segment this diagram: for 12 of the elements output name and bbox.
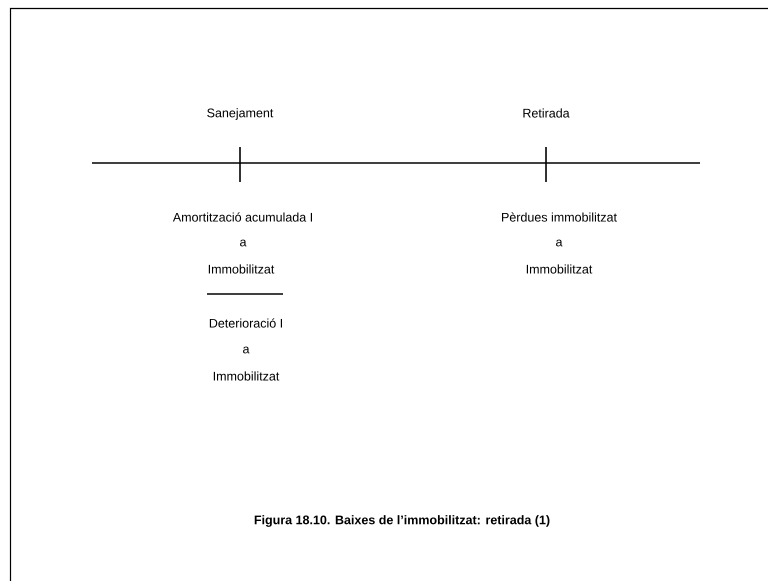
- label: a: [556, 240, 562, 246]
- label: Retirada: [523, 108, 570, 118]
- caption: Figura 18.10. Baixes de l’immobilitzat: retirada (1): [254, 515, 550, 527]
- label: Immobilitzat: [526, 264, 592, 274]
- label: Immobilitzat: [214, 371, 280, 381]
- label: a: [243, 346, 250, 354]
- label: Amortització acumulada I: [172, 212, 312, 222]
- label: Deterioració I: [210, 318, 282, 328]
- label: a: [240, 240, 246, 246]
- label: Sanejament: [207, 108, 274, 120]
- label: Immobilitzat: [208, 264, 274, 274]
- label: Pèrdues immobilitzat: [502, 212, 617, 222]
